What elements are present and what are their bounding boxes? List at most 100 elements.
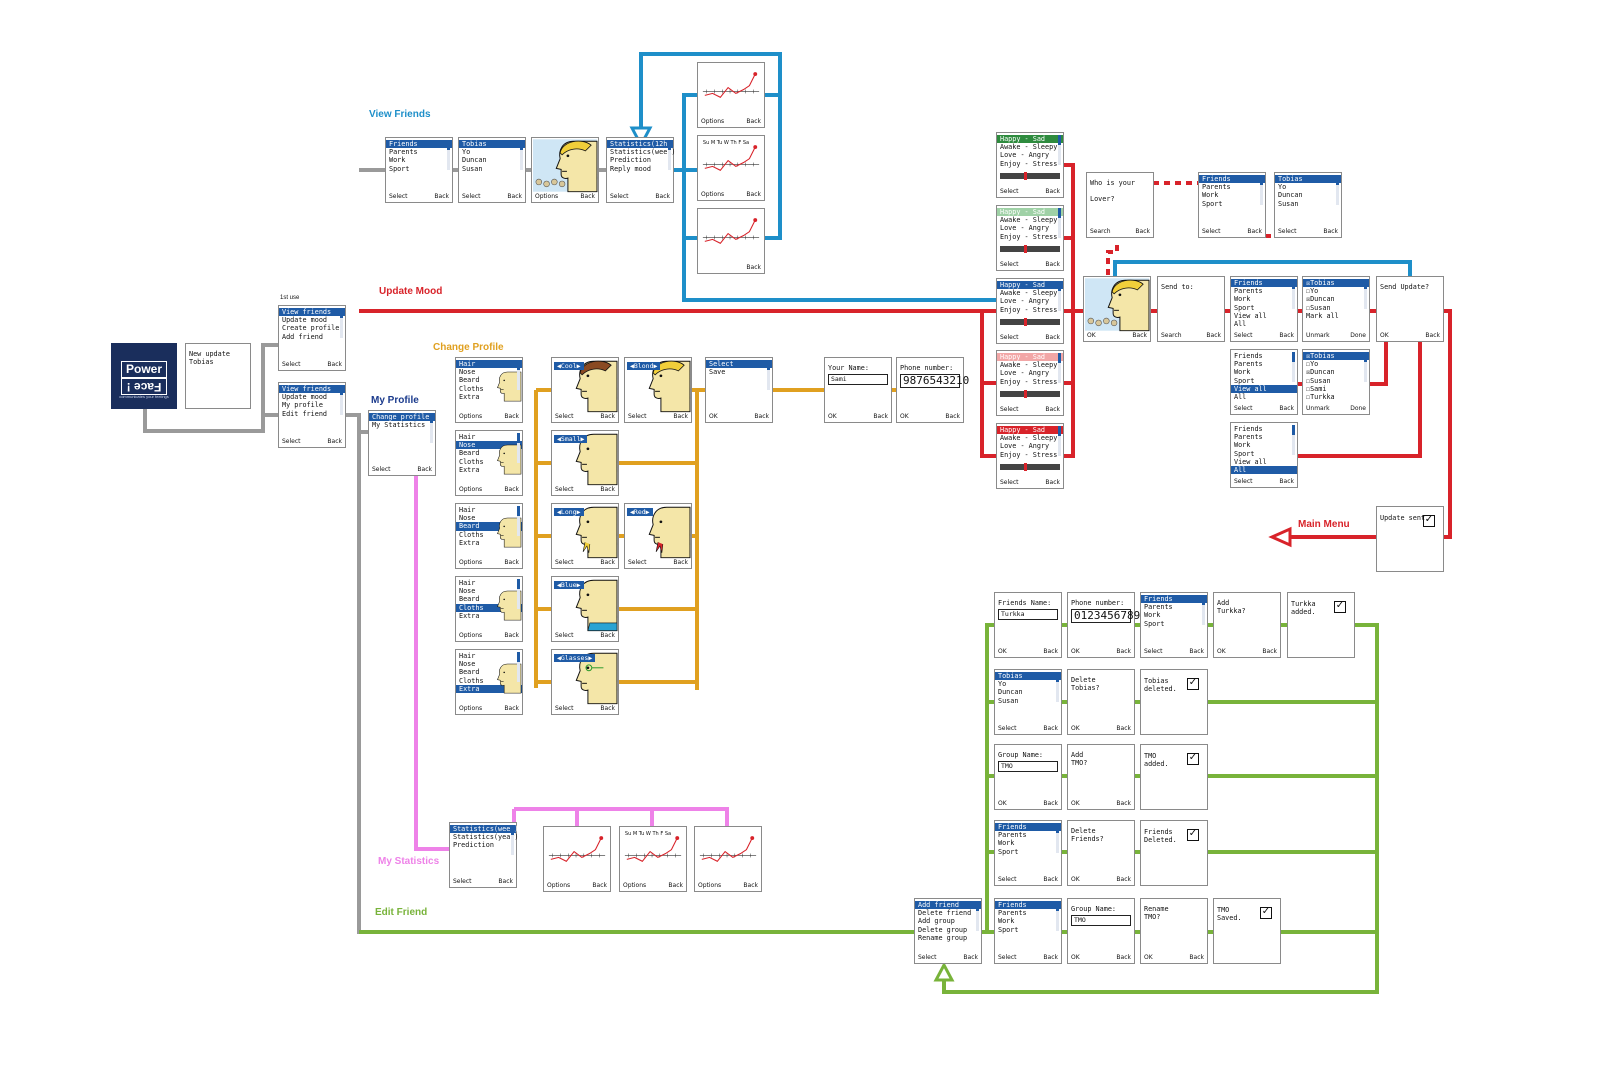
softkey-left[interactable]: Select (389, 193, 408, 200)
softkey-right[interactable]: Back (1323, 228, 1338, 235)
softkey-right[interactable]: Back (945, 413, 960, 420)
menu-item[interactable]: Cloths (456, 603, 522, 612)
menu-item[interactable]: Tobias (459, 140, 525, 149)
arrow-left-icon[interactable]: ◀ (630, 508, 634, 516)
menu-item[interactable]: Duncan (998, 688, 1023, 697)
menu-item[interactable]: Statistics(week) (450, 825, 518, 834)
menu-item[interactable]: Parents (1144, 603, 1173, 612)
menu-item[interactable]: Enjoy - Stress (1000, 232, 1058, 241)
menu-item[interactable]: Change profile (369, 413, 435, 422)
scrollbar[interactable] (1364, 352, 1367, 382)
menu-item[interactable]: Susan (1278, 199, 1299, 208)
softkey-left[interactable]: Select (628, 559, 647, 566)
menu-item[interactable]: Friends (1141, 595, 1207, 604)
option-selector[interactable]: ◀Glasses▶ (554, 654, 596, 662)
menu-item[interactable]: Happy - Sad (997, 281, 1063, 290)
softkey-left[interactable]: Select (1144, 648, 1163, 655)
softkey-right[interactable]: Back (600, 413, 615, 420)
softkey-right[interactable]: Back (1189, 648, 1204, 655)
scrollbar[interactable] (1056, 901, 1059, 931)
menu-item[interactable]: View all (1234, 457, 1267, 466)
softkey-right[interactable]: Back (1279, 332, 1294, 339)
menu-item[interactable]: Work (389, 156, 406, 165)
scrollbar[interactable] (1336, 175, 1339, 205)
menu-item[interactable]: Enjoy - Stress (1000, 305, 1058, 314)
softkey-right[interactable]: Back (1116, 954, 1131, 961)
option-selector[interactable]: ◀Blond▶ (627, 362, 661, 370)
menu-item[interactable]: Yo (1278, 183, 1287, 192)
menu-item[interactable]: Parents (998, 909, 1027, 918)
softkey-right[interactable]: Back (1045, 406, 1060, 413)
menu-item[interactable]: Work (998, 839, 1015, 848)
menu-item[interactable]: Sport (1234, 303, 1255, 312)
softkey-right[interactable]: Back (1262, 648, 1277, 655)
text-input[interactable]: 9876543210 (900, 374, 969, 389)
text-input[interactable]: Sami (828, 374, 888, 386)
mood-slider[interactable] (1000, 317, 1060, 326)
softkey-left[interactable]: OK (900, 413, 909, 420)
softkey-right[interactable]: Back (754, 413, 769, 420)
softkey-left[interactable]: Select (628, 413, 647, 420)
softkey-left[interactable]: Options (459, 413, 483, 420)
arrow-right-icon[interactable]: ▶ (588, 654, 593, 662)
menu-item[interactable]: ☒Tobias (1303, 352, 1369, 361)
menu-item[interactable]: Extra (459, 538, 480, 547)
menu-item[interactable]: Add group (918, 917, 955, 926)
arrow-right-icon[interactable]: ▶ (576, 581, 581, 589)
softkey-right[interactable]: Back (743, 882, 758, 889)
scrollbar[interactable] (447, 140, 450, 170)
menu-item[interactable]: Delete group (918, 925, 968, 934)
softkey-right[interactable]: Back (655, 193, 670, 200)
arrow-left-icon[interactable]: ◀ (630, 362, 634, 370)
softkey-right[interactable]: Back (746, 264, 761, 271)
menu-item[interactable]: Susan (462, 164, 483, 173)
scrollbar[interactable] (340, 308, 343, 338)
softkey-left[interactable]: Options (623, 882, 647, 889)
menu-item[interactable]: Sport (1202, 199, 1223, 208)
menu-item[interactable]: Nose (459, 660, 476, 669)
menu-item[interactable]: Beard (456, 522, 522, 531)
scrollbar[interactable] (1292, 352, 1295, 382)
softkey-left[interactable]: OK (828, 413, 837, 420)
menu-item[interactable]: Parents (1202, 183, 1231, 192)
menu-item[interactable]: ☒Duncan (1306, 368, 1335, 377)
scrollbar[interactable] (767, 360, 770, 390)
softkey-left[interactable]: Select (555, 705, 574, 712)
menu-item[interactable]: Statistics(year) (453, 833, 519, 842)
softkey-left[interactable]: Options (459, 486, 483, 493)
softkey-left[interactable]: Options (459, 632, 483, 639)
menu-item[interactable]: Save (709, 368, 726, 377)
menu-item[interactable]: Select (706, 360, 772, 369)
softkey-right[interactable]: Back (417, 466, 432, 473)
menu-item[interactable]: Friends (1234, 425, 1263, 433)
softkey-left[interactable]: Search (1161, 332, 1182, 339)
scrollbar[interactable] (1202, 595, 1205, 625)
scrollbar[interactable] (1056, 823, 1059, 853)
scrollbar[interactable] (1058, 353, 1061, 383)
softkey-right[interactable]: Back (1043, 876, 1058, 883)
softkey-right[interactable]: Back (1206, 332, 1221, 339)
menu-item[interactable]: Extra (459, 465, 480, 474)
arrow-left-icon[interactable]: ◀ (557, 435, 561, 443)
softkey-right[interactable]: Back (1116, 725, 1131, 732)
scrollbar[interactable] (517, 652, 520, 682)
softkey-left[interactable]: Unmark (1306, 405, 1330, 412)
menu-item[interactable]: Work (1202, 191, 1219, 200)
softkey-right[interactable]: Back (504, 413, 519, 420)
menu-item[interactable]: Awake - Sleepy (1000, 434, 1058, 443)
menu-item[interactable]: Rename group (918, 933, 968, 942)
softkey-left[interactable]: Select (918, 954, 937, 961)
softkey-right[interactable]: Back (673, 559, 688, 566)
softkey-left[interactable]: OK (1071, 876, 1080, 883)
menu-item[interactable]: Cloths (459, 530, 484, 539)
menu-item[interactable]: Love - Angry (1000, 442, 1050, 451)
softkey-left[interactable]: Select (1000, 479, 1019, 486)
menu-item[interactable]: Nose (459, 587, 476, 596)
softkey-left[interactable]: Unmark (1306, 332, 1330, 339)
softkey-left[interactable]: OK (1071, 954, 1080, 961)
menu-item[interactable]: Happy - Sad (997, 135, 1063, 144)
softkey-left[interactable]: Select (555, 486, 574, 493)
menu-item[interactable]: My Statistics (372, 421, 426, 430)
menu-item[interactable]: View all (1234, 311, 1267, 320)
option-selector[interactable]: ◀Red▶ (627, 508, 653, 516)
